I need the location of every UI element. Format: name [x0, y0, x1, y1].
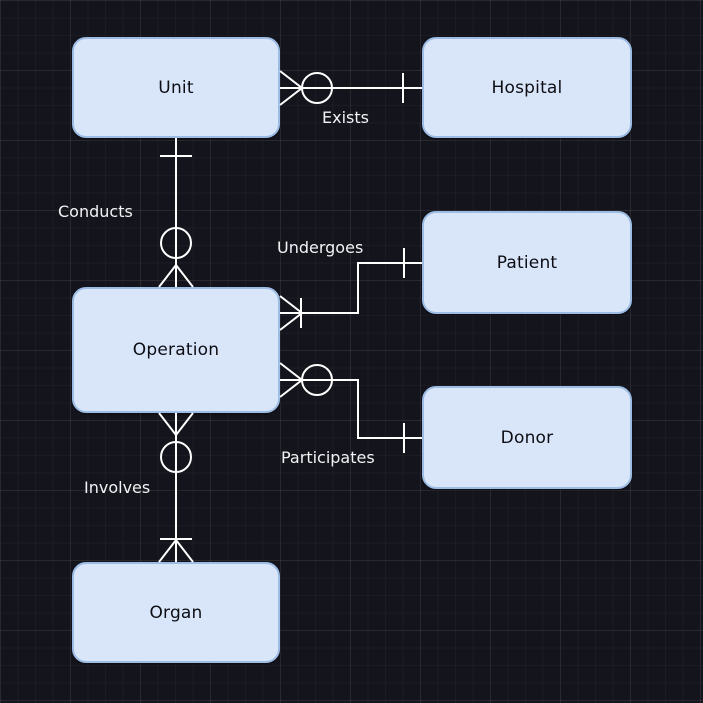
entity-label-organ: Organ: [149, 602, 203, 623]
entity-operation[interactable]: Operation: [72, 287, 280, 413]
entity-label-unit: Unit: [158, 77, 194, 98]
entity-donor[interactable]: Donor: [422, 386, 632, 489]
connector-involves[interactable]: [158, 412, 194, 563]
entity-label-donor: Donor: [500, 427, 554, 448]
entity-unit[interactable]: Unit: [72, 37, 280, 138]
relationship-label-conducts: Conducts: [58, 202, 133, 221]
connector-undergoes[interactable]: [279, 248, 422, 331]
entity-label-hospital: Hospital: [491, 77, 563, 98]
relationship-label-undergoes: Undergoes: [277, 238, 364, 257]
entity-label-patient: Patient: [496, 252, 558, 273]
relationship-label-participates: Participates: [281, 448, 375, 467]
entity-label-operation: Operation: [132, 340, 220, 360]
relationship-label-exists: Exists: [322, 108, 369, 127]
connector-exists[interactable]: [279, 70, 422, 106]
relationship-label-involves: Involves: [84, 478, 151, 497]
entity-organ[interactable]: Organ: [72, 562, 280, 663]
connector-conducts[interactable]: [158, 138, 194, 288]
entity-hospital[interactable]: Hospital: [422, 37, 632, 138]
connector-participates[interactable]: [279, 362, 422, 453]
entity-patient[interactable]: Patient: [422, 211, 632, 314]
